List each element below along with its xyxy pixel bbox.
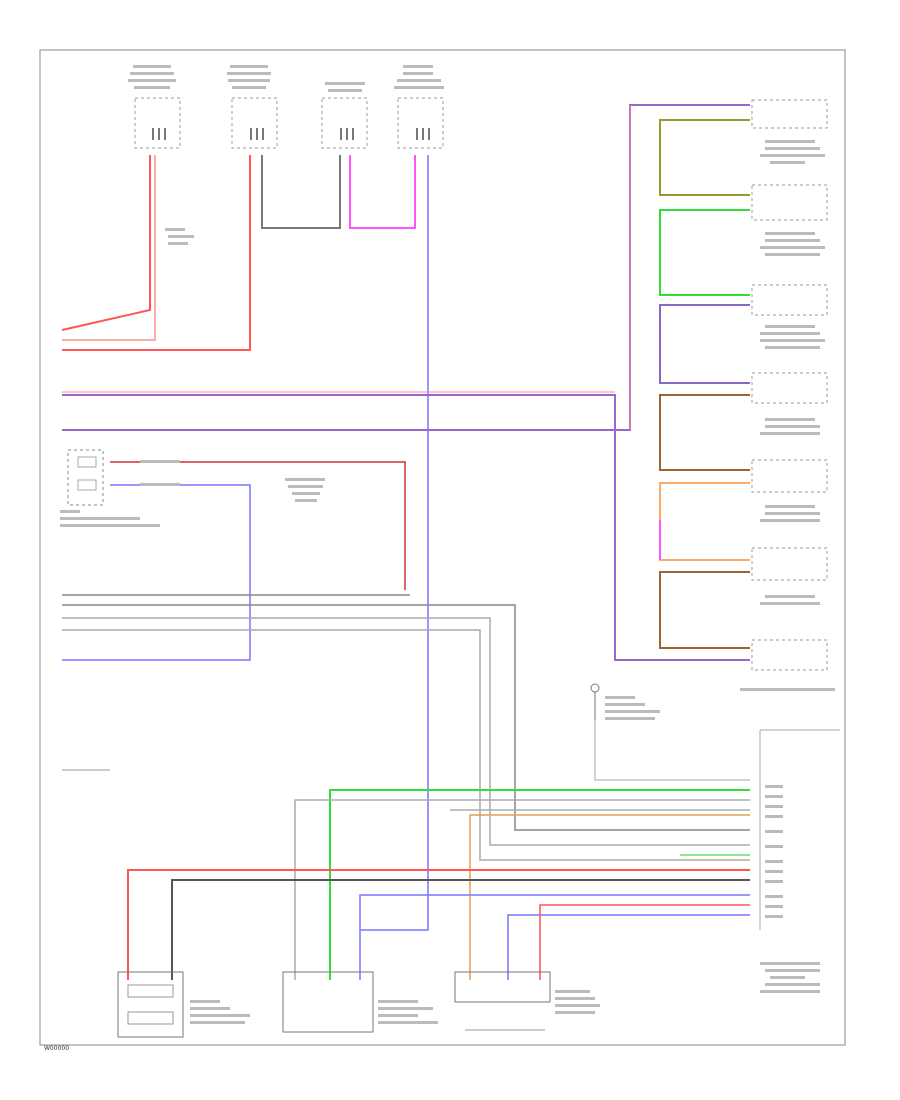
wire-blue-bottom: [359, 894, 750, 980]
top-component-left-2: [231, 97, 278, 149]
ground-icon: [590, 683, 600, 720]
wire-orange-right: [659, 482, 750, 561]
wire-gray-bus-4: [62, 629, 750, 861]
wire-red-top-left: [61, 155, 151, 331]
wire-gray-bottom-3: [594, 700, 750, 781]
wire-olive-right-1: [659, 119, 750, 196]
wire-red-bottom-2: [539, 904, 750, 980]
bottom-component-right: [454, 971, 551, 1003]
left-control-module: [67, 449, 104, 506]
wire-darkred-module: [110, 461, 406, 590]
bottom-right-pins: [765, 785, 783, 918]
ground-label: [605, 696, 660, 720]
wire-red-second-component: [62, 155, 251, 351]
left-module-labels: [60, 460, 180, 527]
top-labels: [128, 65, 444, 92]
wire-darkgray-bottom: [171, 879, 750, 980]
wire-violet-right: [659, 304, 750, 384]
top-component-mid: [321, 97, 368, 149]
wire-olive-right-2: [659, 394, 750, 471]
wire-gray-bottom-1: [294, 799, 750, 980]
wire-green-right: [659, 209, 750, 296]
right-components: [751, 99, 828, 671]
wire-green-bottom: [329, 789, 750, 980]
wire-gray-bus-2: [62, 604, 750, 831]
wire-red-bottom: [127, 869, 750, 980]
wire-pink-top-left: [62, 155, 156, 341]
wire-violet-2: [62, 104, 750, 431]
right-labels: [740, 140, 835, 993]
wire-violet-1: [62, 394, 750, 661]
wire-blue-module: [62, 484, 251, 661]
wire-blue-bottom-2: [507, 914, 750, 980]
wire-orange-bottom: [469, 814, 750, 980]
bottom-labels: [190, 990, 600, 1024]
wire-tan-right: [659, 571, 750, 649]
diagram-border: [39, 49, 846, 1046]
top-pins: [152, 128, 430, 140]
bottom-component-mid: [282, 971, 374, 1033]
splice-label: [165, 228, 325, 502]
top-component-left-1: [134, 97, 181, 149]
wire-gray-bridge: [261, 155, 341, 229]
wire-gray-bus-3: [62, 617, 750, 846]
top-component-right: [397, 97, 444, 149]
wire-blue-long: [360, 155, 429, 931]
wire-magenta-bridge: [349, 155, 416, 229]
bottom-right-connector: [759, 729, 840, 930]
page-code: W00000: [44, 1045, 69, 1052]
bottom-component-left: [117, 971, 184, 1038]
